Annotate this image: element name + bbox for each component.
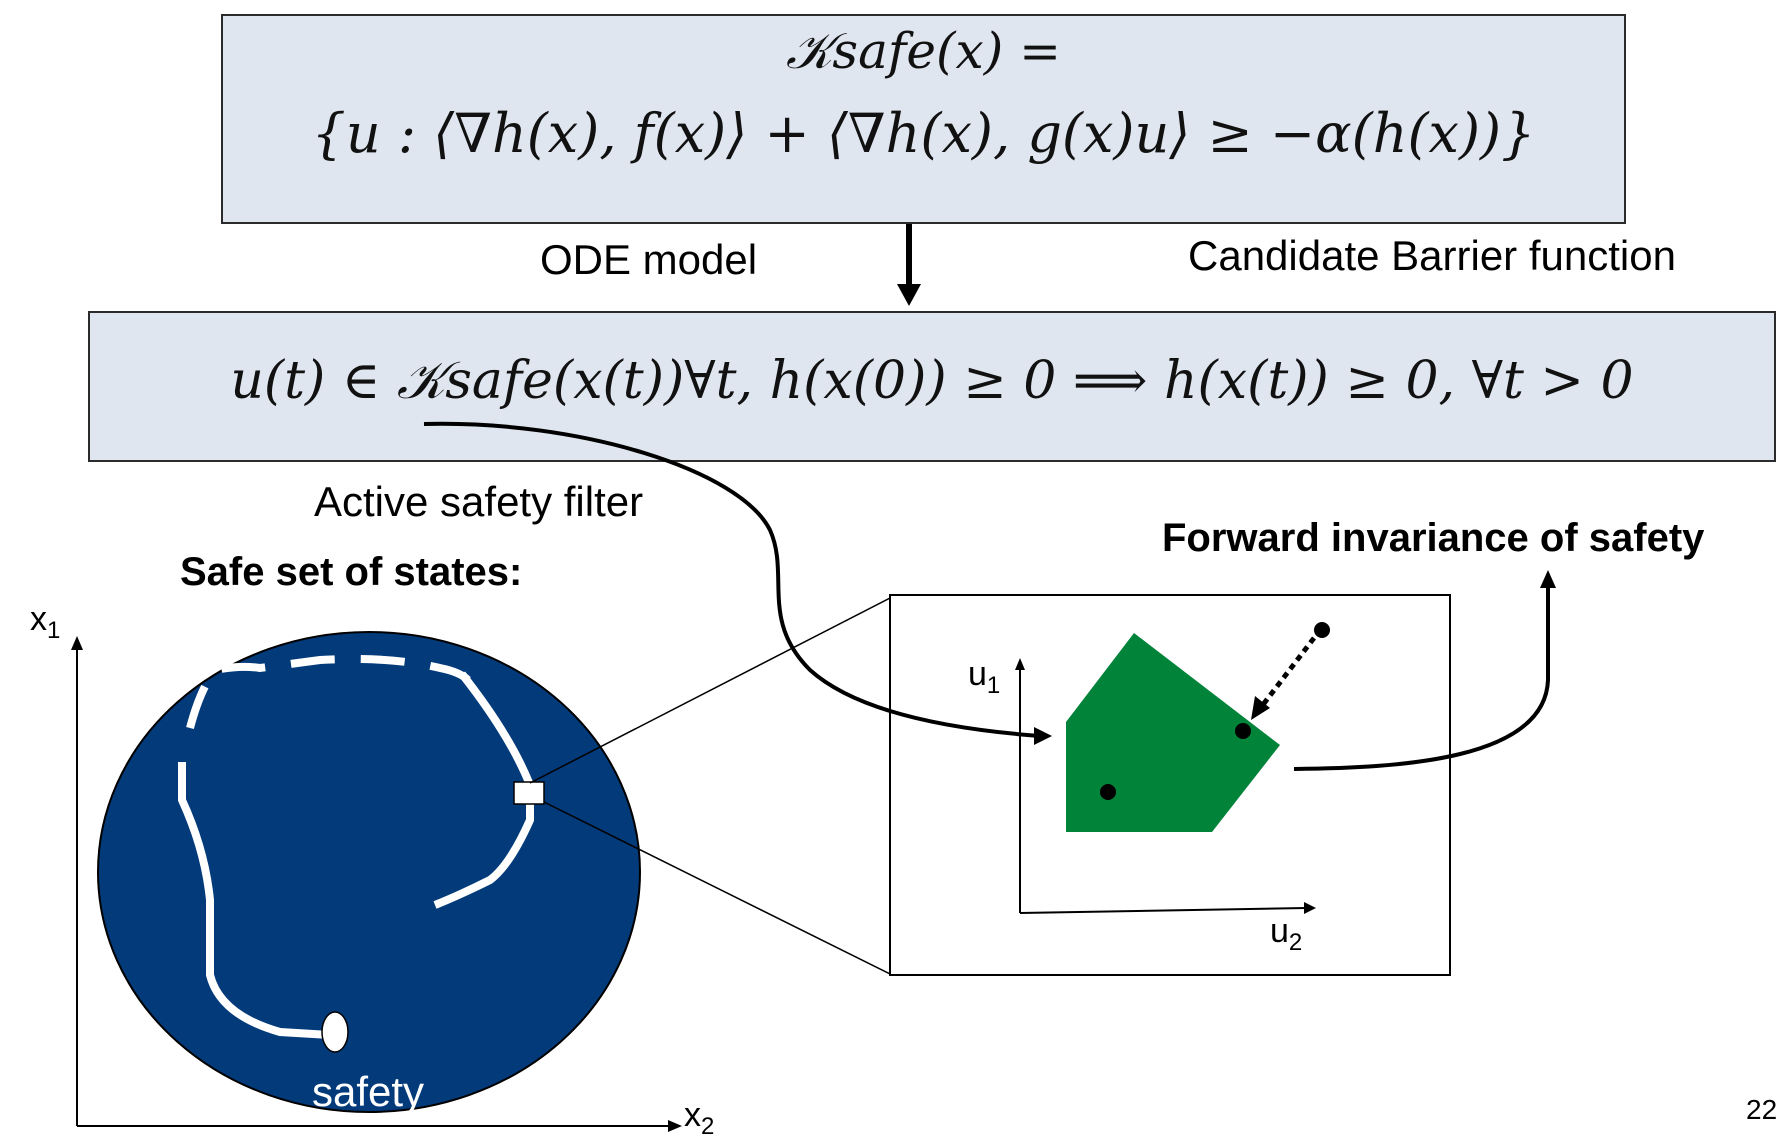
left-y-axis-label: x1 [30,600,60,645]
formula-top-line2: {u : ⟨∇h(x), f(x)⟩ + ⟨∇h(x), g(x)u⟩ ≥ −α… [311,102,1536,165]
safety-label: safety [312,1068,425,1115]
left-x-axis-symbol: x [684,1096,701,1134]
start-point-icon [321,1011,349,1053]
point-inside [1100,784,1116,800]
formula-mid: u(t) ∈ 𝒦safe(x(t))∀t, h(x(0)) ≥ 0 ⟹ h(x(… [230,351,1634,411]
left-axes [71,636,682,1132]
right-x-axis-label: u2 [1270,912,1302,957]
trajectory-left [178,762,331,1039]
forward-invariance-label: Forward invariance of safety [1162,516,1705,560]
left-x-axis-label: x2 [684,1096,714,1141]
right-y-axis-subscript: 1 [986,671,1001,699]
right-y-axis-symbol: u [968,655,987,693]
candidate-barrier-label: Candidate Barrier function [1188,232,1676,279]
point-outside [1314,622,1330,638]
formula-top-line1: 𝒦safe(x) = [785,22,1061,80]
ode-model-label: ODE model [540,236,758,283]
right-y-axis-label: u1 [968,655,1000,700]
left-y-axis-subscript: 1 [47,616,61,644]
left-y-axis-symbol: x [30,600,47,638]
trajectory-right [433,671,534,909]
safe-set-label: Safe set of states: [180,550,523,594]
projection-arrow [1260,636,1316,708]
safe-set-region [97,631,641,1113]
point-boundary [1235,723,1251,739]
safe-control-set [1066,633,1280,832]
right-x-axis-symbol: u [1270,912,1289,950]
zoom-line-top [529,597,891,784]
safe-boundary-dashed [186,655,471,730]
mid-formula-box: u(t) ∈ 𝒦safe(x(t))∀t, h(x(0)) ≥ 0 ⟹ h(x(… [88,311,1776,462]
zoom-line-bottom [543,801,891,975]
left-x-axis-subscript: 2 [701,1112,715,1140]
down-arrow [897,224,921,306]
top-formula-box: 𝒦safe(x) = {u : ⟨∇h(x), f(x)⟩ + ⟨∇h(x), … [221,14,1626,224]
right-axes [1015,658,1316,914]
active-filter-label: Active safety filter [314,478,644,525]
right-x-axis-subscript: 2 [1288,928,1303,956]
filter-curve-arrow [423,421,1041,738]
page-number: 22 [1746,1094,1778,1125]
forward-curve-arrow [1293,585,1550,771]
zoom-marker [513,781,545,805]
